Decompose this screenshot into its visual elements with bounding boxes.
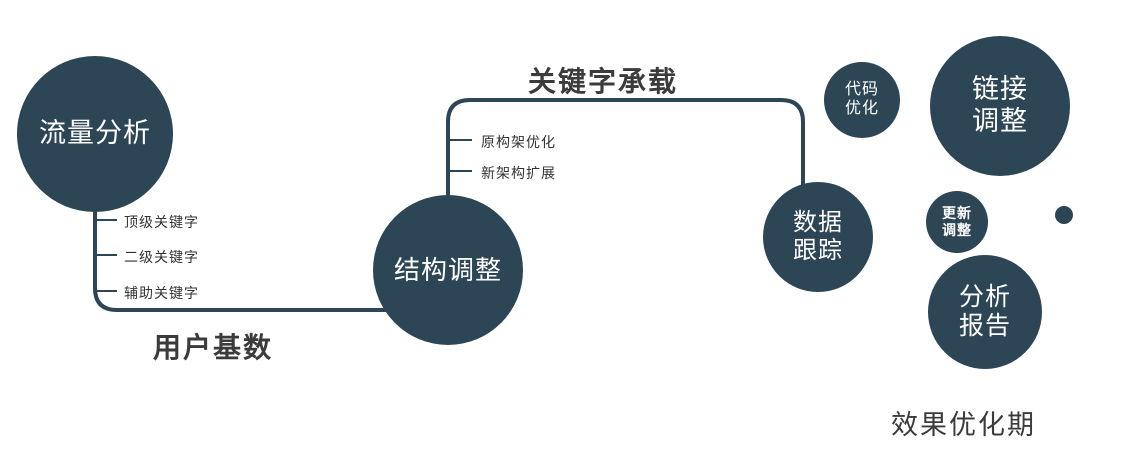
- node-analysis-report: 分析 报告: [928, 255, 1042, 369]
- connector-traffic-to-structure: [93, 170, 430, 312]
- node-code-optimization: 代码 优化: [824, 62, 900, 138]
- node-label-line2: 跟踪: [793, 237, 843, 264]
- node-label-line1: 分析: [958, 282, 1011, 311]
- node-label-line1: 数据: [793, 208, 843, 236]
- node-label: 结构调整: [393, 254, 502, 285]
- connector-structure-to-tracking: [446, 98, 805, 200]
- branch-label-top-keywords: 顶级关键字: [124, 214, 199, 230]
- node-label: 流量分析: [39, 118, 151, 149]
- small-dot: [1055, 206, 1073, 224]
- phase-label-effect-optimization: 效果优化期: [891, 410, 1036, 440]
- node-label-line2: 调整: [972, 106, 1028, 136]
- node-data-tracking: 数据 跟踪: [763, 182, 873, 292]
- edge-label-keyword-bearing: 关键字承载: [528, 66, 679, 97]
- node-label-line1: 链接: [972, 74, 1028, 105]
- branch-label-secondary-keywords: 二级关键字: [124, 249, 199, 265]
- branch-label-original-architecture: 原构架优化: [481, 134, 556, 150]
- node-label-line1: 更新: [942, 205, 972, 222]
- node-label-line1: 代码: [844, 81, 879, 99]
- node-update-adjustment: 更新 调整: [926, 191, 988, 253]
- branch-label-auxiliary-keywords: 辅助关键字: [124, 285, 199, 301]
- edge-label-user-base: 用户基数: [153, 332, 274, 363]
- node-label-line2: 调整: [942, 222, 972, 238]
- node-link-adjustment: 链接 调整: [930, 36, 1070, 176]
- branch-label-new-architecture: 新架构扩展: [481, 165, 556, 181]
- node-traffic-analysis: 流量分析: [17, 56, 173, 212]
- node-structure-adjustment: 结构调整: [373, 195, 523, 345]
- node-label-line2: 报告: [958, 312, 1011, 340]
- node-label-line2: 优化: [844, 100, 879, 117]
